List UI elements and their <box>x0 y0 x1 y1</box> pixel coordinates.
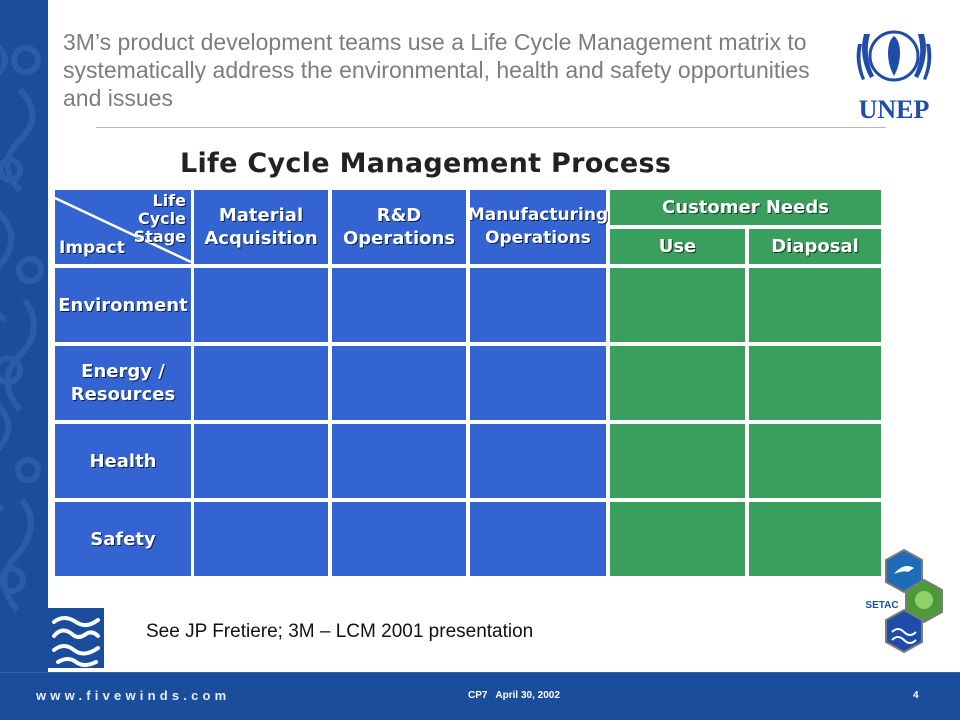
header-manufacturing-operations: Manufacturing Operations <box>468 190 608 264</box>
left-decorative-band <box>0 0 48 720</box>
matrix-cell <box>610 268 745 342</box>
credit-line: See JP Fretiere; 3M – LCM 2001 presentat… <box>146 621 534 642</box>
matrix-cell <box>470 424 606 498</box>
setac-logo: SETAC <box>866 548 943 654</box>
footer-meta: CP7 April 30, 2002 <box>468 690 560 701</box>
row-safety: Safety <box>55 502 191 576</box>
footer-url: www.fivewinds.com <box>36 688 231 703</box>
matrix-cell <box>470 346 606 420</box>
wave-pattern-icon <box>0 44 44 612</box>
matrix-corner-cell: Life Cycle Stage Impact <box>55 190 191 264</box>
water-icon <box>891 628 917 644</box>
matrix-cell <box>332 346 466 420</box>
header-customer-needs: Customer Needs <box>610 190 881 225</box>
fivewinds-logo-icon <box>48 608 104 668</box>
corner-impact-label: Impact <box>59 238 125 258</box>
title-divider <box>96 127 886 128</box>
matrix-cell <box>194 502 328 576</box>
matrix-cell <box>610 424 745 498</box>
diagonal-divider <box>55 196 191 264</box>
page-number: 4 <box>913 690 919 701</box>
footer-band <box>0 672 960 720</box>
matrix-cell <box>194 268 328 342</box>
row-energy-resources: Energy / Resources <box>55 346 191 420</box>
matrix-cell <box>194 424 328 498</box>
unep-logo: UNEP <box>856 30 932 124</box>
matrix-cell <box>194 346 328 420</box>
matrix-cell <box>749 268 881 342</box>
unep-logo-text: UNEP <box>859 95 930 124</box>
matrix-cell <box>332 502 466 576</box>
matrix-cell <box>749 502 881 576</box>
header-material-acquisition: Material Acquisition <box>194 190 328 264</box>
matrix-cell <box>470 268 606 342</box>
header-disposal: Diaposal <box>749 229 881 264</box>
matrix-cell <box>749 424 881 498</box>
bird-icon <box>894 566 914 574</box>
matrix-cell <box>610 502 745 576</box>
matrix-cell <box>610 346 745 420</box>
tree-icon <box>915 591 933 609</box>
matrix-title: Life Cycle Management Process <box>180 148 672 179</box>
matrix-cell <box>332 424 466 498</box>
corner-stage-label: Life Cycle Stage <box>133 191 186 246</box>
header-use: Use <box>610 229 745 264</box>
header-rd-operations: R&D Operations <box>332 190 466 264</box>
row-environment: Environment <box>55 268 191 342</box>
setac-logo-text: SETAC <box>866 600 899 611</box>
matrix-cell <box>332 268 466 342</box>
matrix-cell <box>470 502 606 576</box>
row-health: Health <box>55 424 191 498</box>
slide-title: 3M’s product development teams use a Lif… <box>63 29 810 111</box>
matrix-cell <box>749 346 881 420</box>
